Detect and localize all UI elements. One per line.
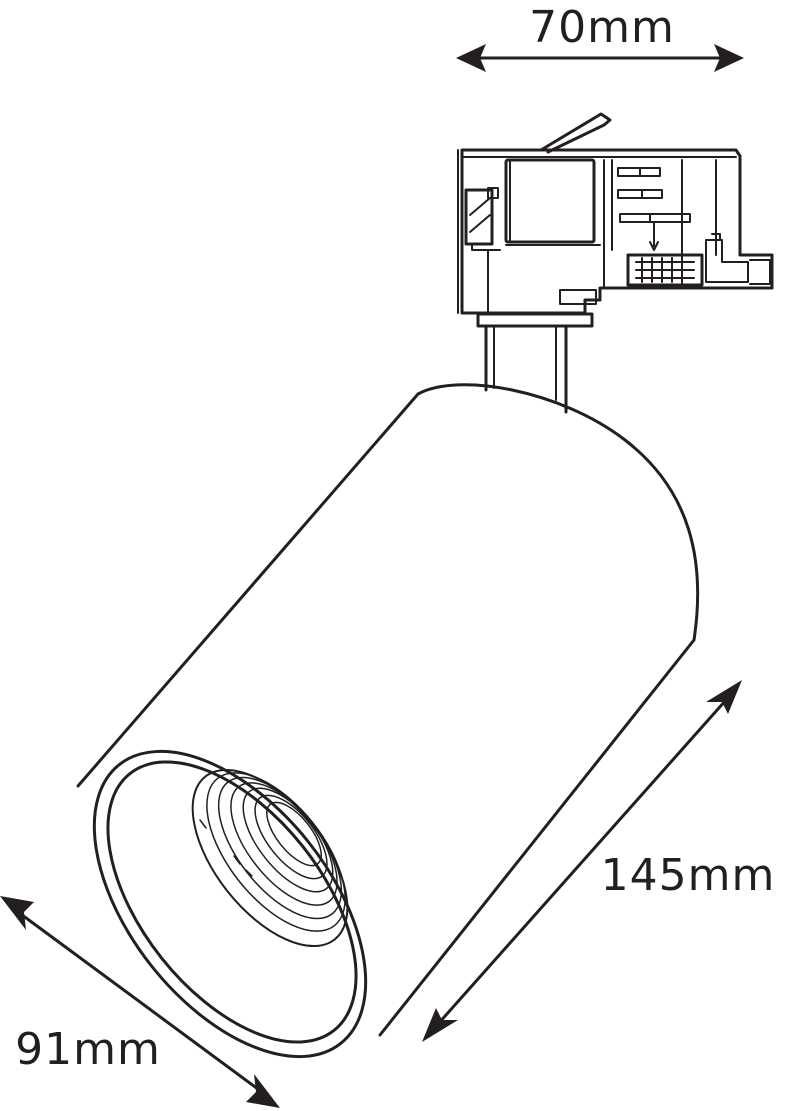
width-label: 70mm bbox=[529, 2, 675, 53]
arrowhead-right-icon bbox=[714, 44, 744, 72]
lamp-body-outline bbox=[76, 383, 700, 1037]
arrowhead-right-icon bbox=[246, 1074, 280, 1108]
dimension-length: 145mm bbox=[422, 680, 776, 1042]
front-rim-inner bbox=[106, 760, 358, 1044]
length-label: 145mm bbox=[601, 850, 776, 901]
adapter-lever bbox=[539, 112, 612, 154]
adapter-pin-3 bbox=[619, 213, 691, 223]
dimension-width: 70mm bbox=[456, 2, 744, 72]
arrowhead-left-icon bbox=[0, 896, 34, 930]
reflector-ring-4 bbox=[242, 787, 334, 893]
adapter-pin-1 bbox=[617, 167, 661, 177]
track-adapter bbox=[457, 112, 774, 328]
arrowhead-lower-icon bbox=[422, 1008, 458, 1042]
arrowhead-left-icon bbox=[456, 44, 486, 72]
adapter-contact-block bbox=[504, 158, 596, 244]
adapter-latch bbox=[705, 233, 771, 285]
spotlight-neck bbox=[484, 324, 568, 414]
reflector-outer bbox=[191, 768, 349, 948]
adapter-pin-2 bbox=[617, 189, 663, 199]
reflector-ring-6 bbox=[266, 801, 322, 867]
reflector-ring-2 bbox=[217, 776, 343, 920]
adapter-phase-selector bbox=[626, 253, 704, 287]
reflector-ring-5 bbox=[254, 794, 328, 880]
front-rim-outer bbox=[92, 749, 368, 1059]
reflector-ring-1 bbox=[206, 772, 346, 932]
arrowhead-upper-icon bbox=[706, 680, 742, 714]
lamp-body bbox=[76, 383, 700, 1059]
dimension-diameter: 91mm bbox=[0, 896, 280, 1108]
diameter-label: 91mm bbox=[15, 1024, 161, 1075]
adapter-base-plate bbox=[476, 312, 594, 328]
